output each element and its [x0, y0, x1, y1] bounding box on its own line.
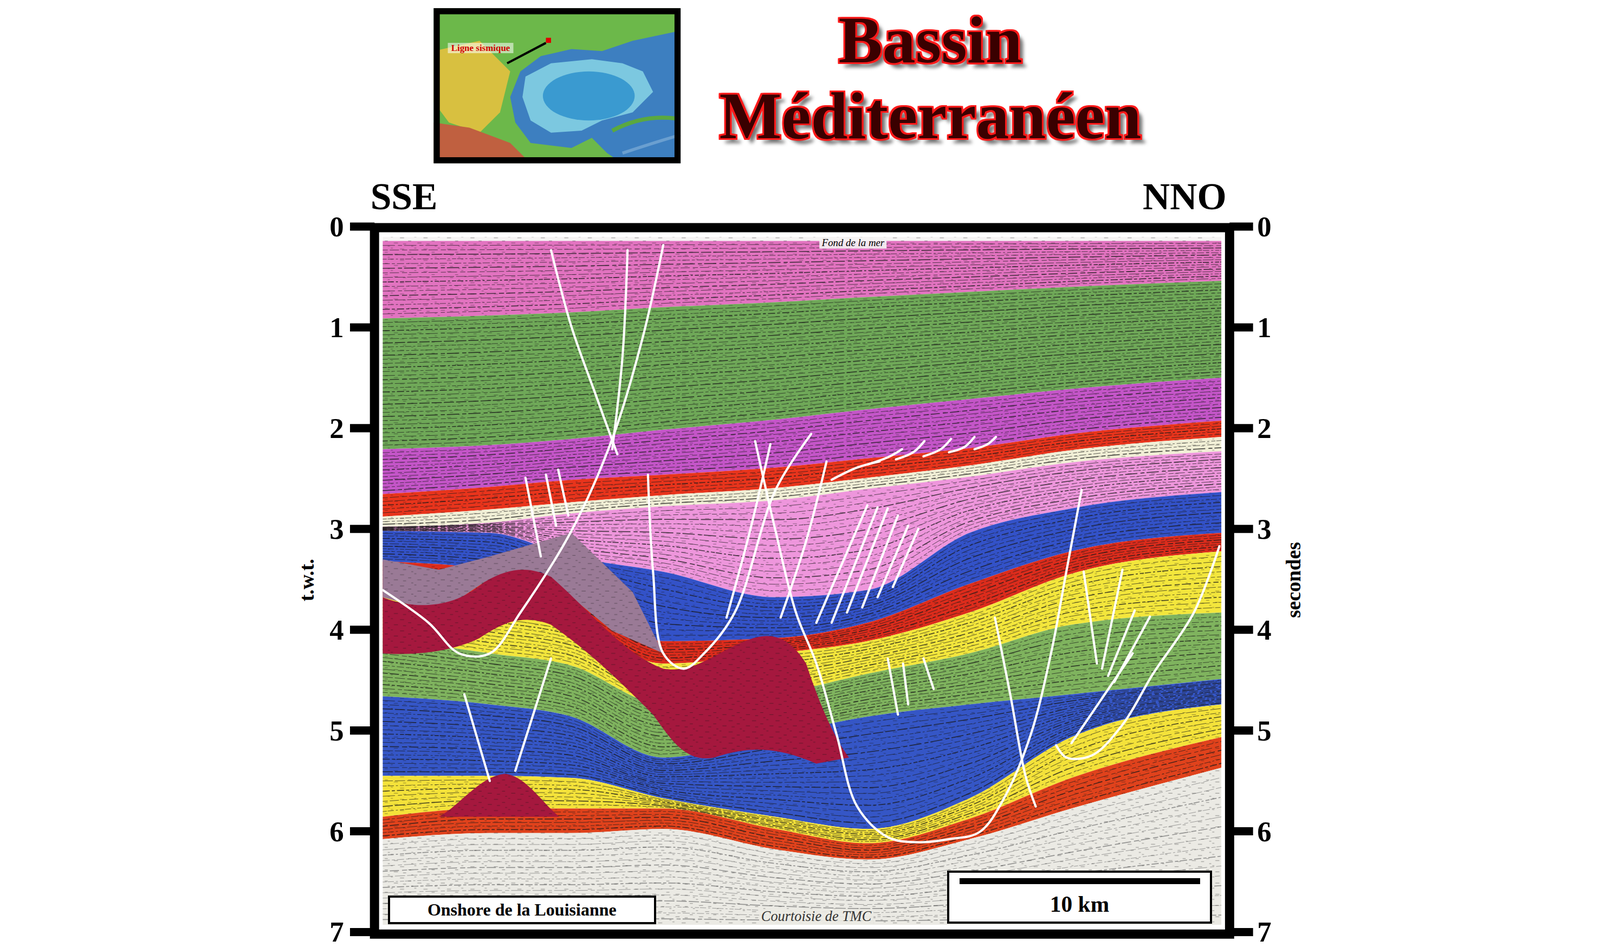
direction-label: NNO	[1142, 178, 1227, 217]
tick-mark	[1229, 726, 1253, 735]
map-frame	[436, 11, 678, 161]
axis-tick-label: 1	[1257, 313, 1272, 342]
fault-line	[948, 436, 975, 452]
tick-mark	[350, 625, 375, 634]
fault-line	[558, 469, 569, 516]
tick-mark	[1229, 927, 1253, 936]
fault-line	[525, 477, 541, 556]
axis-tick-label: 1	[329, 313, 344, 342]
fault-line	[612, 249, 628, 449]
map-ridge	[622, 134, 681, 154]
fault-line	[755, 441, 1083, 842]
map-island	[612, 117, 676, 131]
tick-mark	[350, 222, 375, 231]
axis-tick-label: 0	[329, 212, 344, 242]
axis-tick-label: 5	[1257, 715, 1272, 745]
tick-mark	[1229, 222, 1253, 231]
fault-line	[903, 663, 909, 704]
fault-line	[551, 249, 618, 455]
location-box: Onshore de la Louisianne	[387, 895, 657, 925]
fault-line	[867, 449, 903, 465]
axis-tick-label: 2	[329, 413, 344, 443]
tick-mark	[350, 524, 375, 533]
fault-line	[546, 474, 557, 526]
fault-line	[726, 443, 771, 618]
credit-note: Courtoisie de TMC	[759, 908, 874, 924]
tick-mark	[350, 726, 375, 735]
fault-line	[974, 436, 997, 450]
map-land	[433, 8, 681, 164]
tick-mark	[1229, 625, 1253, 634]
fault-line	[994, 617, 1036, 806]
scale-bar	[959, 877, 1201, 884]
tick-mark	[1229, 524, 1253, 533]
tick-mark	[350, 423, 375, 432]
section-frame	[374, 227, 1230, 934]
fault-line	[923, 438, 951, 457]
tick-mark	[350, 322, 375, 332]
axis-tick-label: 3	[1257, 514, 1272, 543]
fault-line	[1102, 569, 1123, 669]
inset-map	[433, 8, 681, 164]
axis-tick-label: 0	[1257, 212, 1272, 242]
fault-line	[816, 504, 868, 623]
box-text: 10 km	[1050, 892, 1110, 917]
axis-tick-label: 2	[1257, 413, 1272, 443]
fault-line	[1056, 546, 1220, 760]
axis-tick-label: 3	[329, 514, 344, 543]
fault-line	[1108, 610, 1135, 676]
tick-mark	[1229, 826, 1253, 835]
fault-line	[648, 433, 812, 669]
tick-mark	[350, 826, 375, 835]
axis-tick-label: 6	[1257, 816, 1272, 846]
fault-line	[382, 244, 664, 657]
seismic-line-end	[546, 37, 552, 43]
map-sea	[433, 8, 681, 164]
map-highland	[433, 40, 510, 133]
fault-line	[831, 461, 880, 480]
fault-line	[831, 507, 878, 623]
box-text: Onshore de la Louisianne	[427, 900, 617, 919]
tick-mark	[1229, 322, 1253, 332]
axis-title: secondes	[1283, 541, 1305, 618]
axis-tick-label: 5	[329, 715, 344, 745]
axis-tick-label: 4	[329, 614, 344, 644]
fault-line	[1071, 652, 1133, 743]
title: Bassin Méditerranéen	[648, 2, 1213, 155]
axis-tick-label: 6	[329, 816, 344, 846]
fault-line	[923, 658, 934, 689]
fault-line	[515, 658, 552, 771]
fault-line	[780, 461, 827, 618]
axis-title: t.w.t.	[296, 558, 318, 601]
direction-label: SSE	[370, 178, 438, 217]
tick-mark	[1229, 423, 1253, 432]
axis-tick-label: 7	[1257, 917, 1272, 947]
fault-line	[892, 528, 919, 587]
fault-line	[887, 658, 898, 715]
map-label: Ligne sismique	[448, 42, 514, 54]
seismic-section	[382, 236, 1222, 925]
seismic-noise	[382, 236, 1222, 925]
axis-tick-label: 7	[329, 917, 344, 947]
axis-tick-label: 4	[1257, 614, 1272, 644]
fault-line	[1083, 571, 1097, 664]
scale-bar-box: 10 km	[947, 870, 1213, 924]
seafloor-label: Fond de la mer	[819, 237, 887, 249]
fault-line	[464, 694, 490, 781]
map-gulf	[542, 71, 635, 121]
fault-line	[896, 441, 925, 460]
tick-mark	[350, 927, 375, 936]
